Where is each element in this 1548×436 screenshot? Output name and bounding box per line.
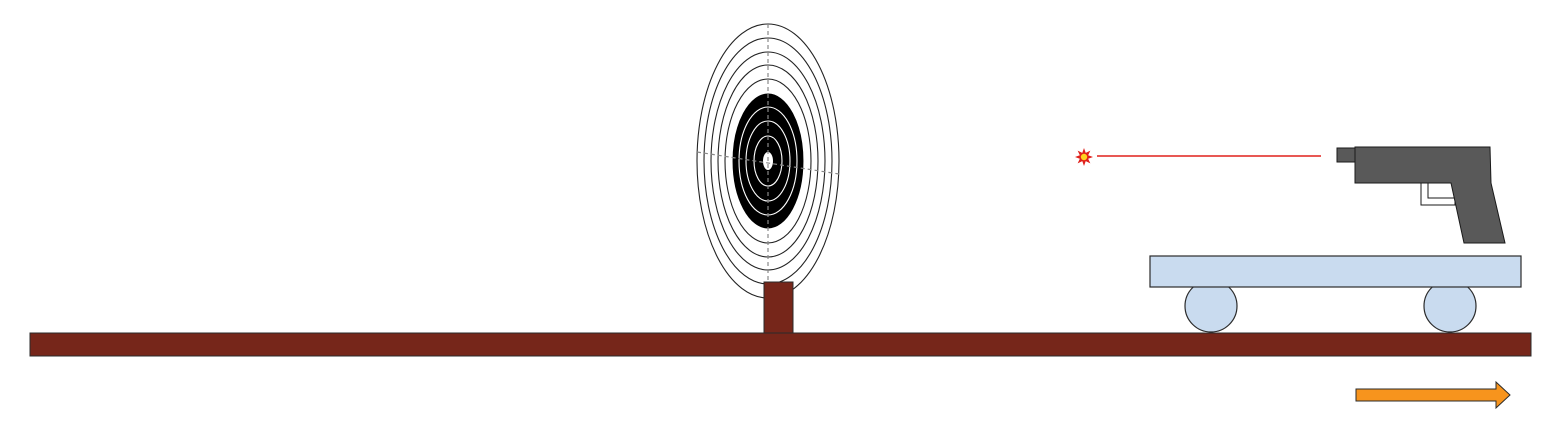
cart-wheel-right [1423,279,1477,333]
flash-inner [1080,153,1088,161]
cart-platform [1149,255,1522,288]
moving-cart [1149,255,1522,333]
pistol [1336,146,1506,244]
muzzle-flash-icon [1075,148,1093,166]
pistol-trigger-guard [1420,181,1456,206]
motion-arrow [1355,380,1511,410]
cart-wheel-left [1184,279,1238,333]
target-board [696,23,840,299]
ground-rail [29,332,1532,357]
target-post [763,281,794,336]
target-crosshair-horizontal [696,151,840,175]
pistol-body [1354,146,1506,244]
